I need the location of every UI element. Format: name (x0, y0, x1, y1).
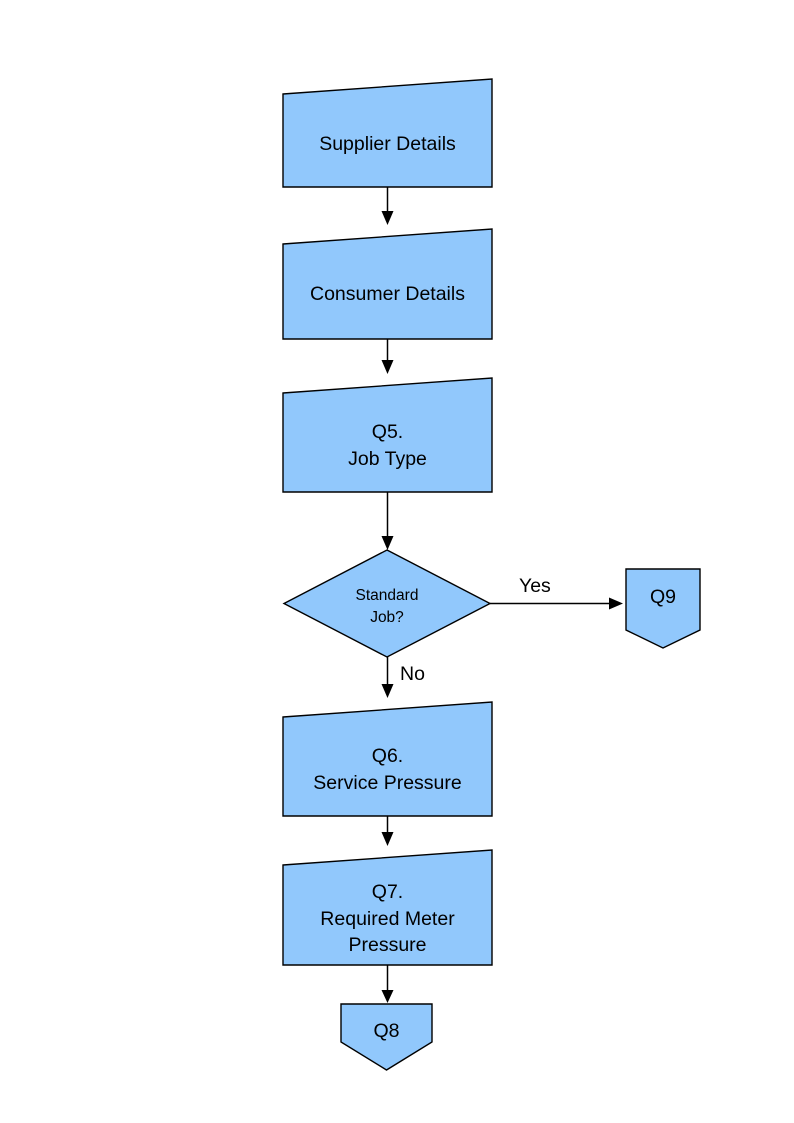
node-label-q7-line2: Required Meter (320, 908, 455, 930)
node-standard-job-decision[interactable]: Standard Job? (282, 549, 492, 658)
connector-q5-to-decision (381, 492, 394, 550)
edge-label-no: No (400, 663, 425, 685)
manual-input-shape (282, 849, 493, 966)
node-q5-job-type[interactable]: Q5. Job Type (282, 377, 493, 493)
node-label-q7-line1: Q7. (372, 881, 403, 903)
node-label-q5-line2: Job Type (348, 448, 427, 470)
node-label-supplier-details: Supplier Details (319, 133, 456, 155)
connector-consumer-to-q5 (381, 339, 394, 374)
node-q9-connector[interactable]: Q9 (625, 568, 701, 649)
node-label-decision-line1: Standard (356, 587, 419, 604)
node-label-q9: Q9 (650, 586, 676, 608)
node-label-q6-line1: Q6. (372, 745, 403, 767)
node-q7-required-meter-pressure[interactable]: Q7. Required Meter Pressure (282, 849, 493, 966)
edge-label-yes: Yes (519, 575, 551, 597)
connector-decision-to-q6 (381, 657, 394, 698)
off-page-connector-shape (625, 568, 701, 649)
node-consumer-details[interactable]: Consumer Details (282, 228, 493, 340)
node-label-q8: Q8 (373, 1020, 399, 1042)
off-page-connector-shape (340, 1003, 433, 1071)
manual-input-shape (282, 228, 493, 340)
manual-input-shape (282, 377, 493, 493)
node-label-q7-line3: Pressure (348, 934, 426, 956)
node-label-decision-line2: Job? (370, 609, 404, 626)
connector-supplier-to-consumer (381, 187, 394, 225)
node-label-consumer-details: Consumer Details (310, 283, 465, 305)
manual-input-shape (282, 701, 493, 817)
connector-q7-to-q8 (381, 965, 394, 1003)
node-q8-connector[interactable]: Q8 (340, 1003, 433, 1071)
node-q6-service-pressure[interactable]: Q6. Service Pressure (282, 701, 493, 817)
node-label-q5-line1: Q5. (372, 421, 403, 443)
node-supplier-details[interactable]: Supplier Details (282, 78, 493, 188)
connector-decision-to-q9 (490, 597, 623, 610)
decision-diamond-shape (282, 549, 492, 658)
manual-input-shape (282, 78, 493, 188)
connector-q6-to-q7 (381, 816, 394, 846)
node-label-q6-line2: Service Pressure (313, 772, 461, 794)
